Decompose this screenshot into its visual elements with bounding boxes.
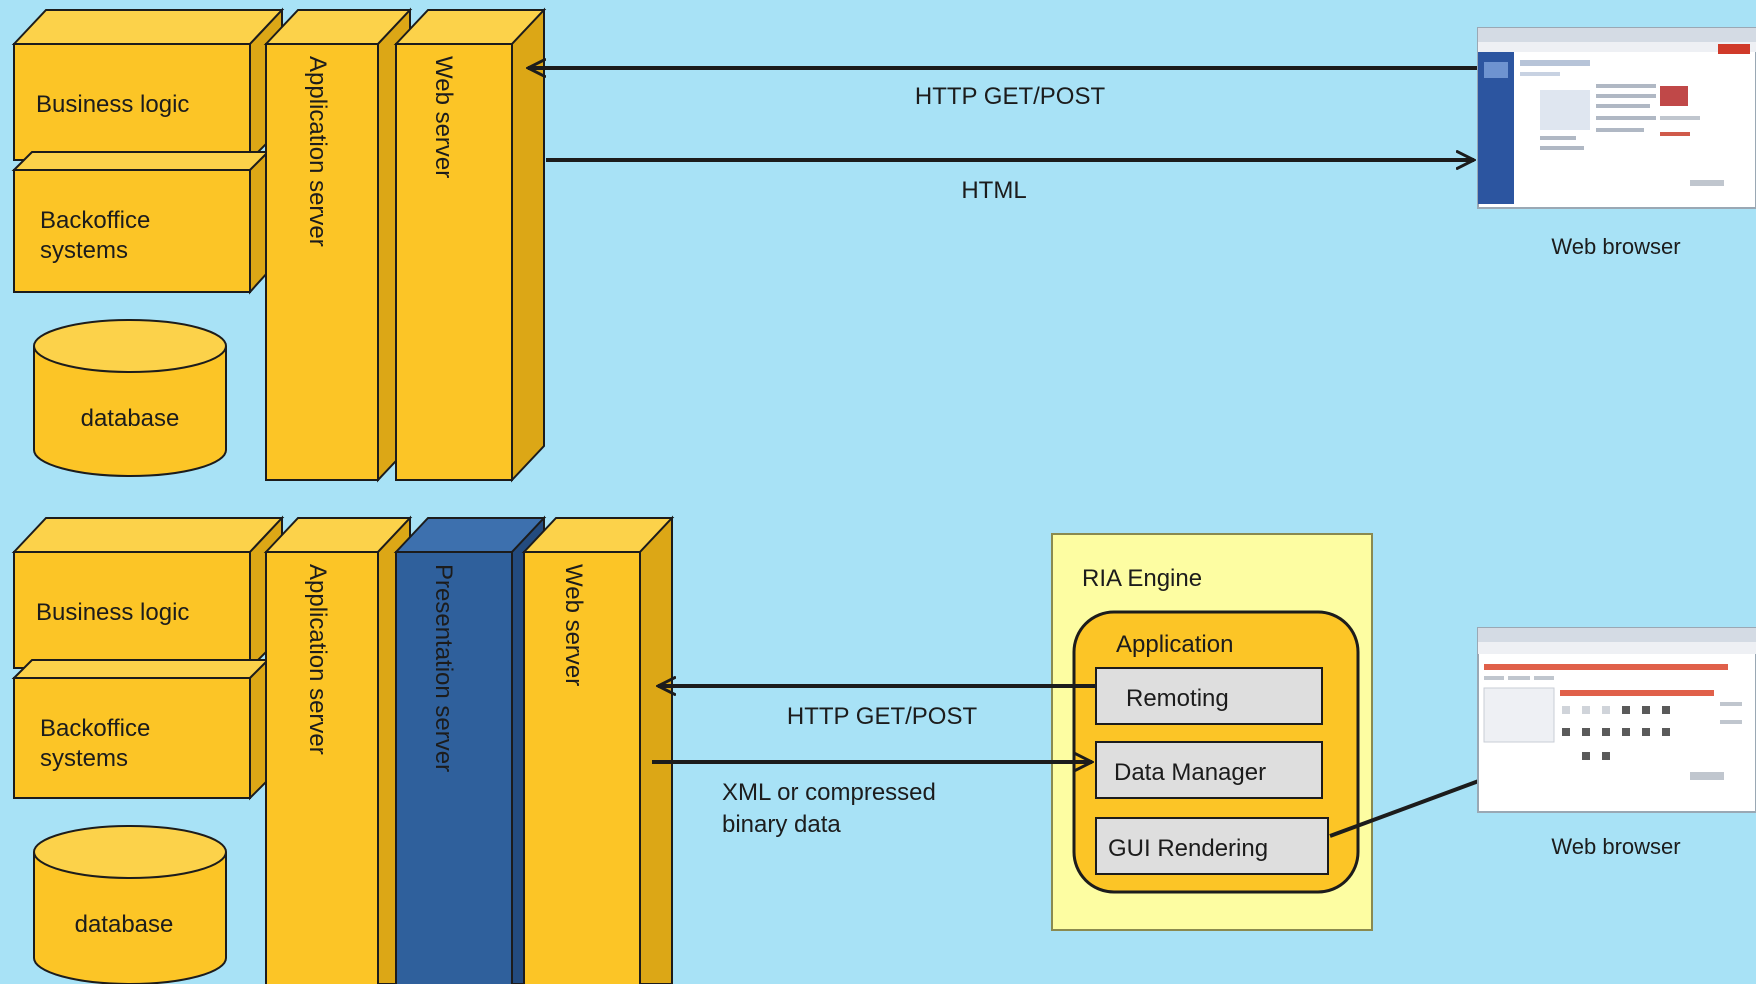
bottom-business-logic-label: Business logic bbox=[36, 599, 189, 626]
bottom-database-label: database bbox=[75, 911, 174, 938]
top-backoffice-box: Backoffice systems bbox=[11, 149, 271, 295]
ria-application-title: Application bbox=[1116, 631, 1233, 658]
top-database-label: database bbox=[81, 405, 180, 432]
ria-module-remoting-label: Remoting bbox=[1126, 685, 1229, 712]
bottom-response-label-line1: XML or compressed bbox=[722, 779, 936, 806]
bottom-business-logic-box: Business logic bbox=[11, 515, 285, 671]
bottom-backoffice-label-line1: Backoffice bbox=[40, 715, 150, 742]
ria-module-remoting bbox=[1095, 667, 1323, 725]
bottom-response-label-line2: binary data bbox=[722, 811, 841, 838]
top-backoffice-label-line2: systems bbox=[40, 237, 128, 264]
top-architecture: Business logic Backoffice systems databa… bbox=[11, 7, 1756, 483]
ria-engine-title: RIA Engine bbox=[1082, 565, 1202, 592]
top-database-cylinder: database bbox=[33, 319, 227, 477]
ria-module-gui-rendering-label: GUI Rendering bbox=[1108, 835, 1268, 862]
bottom-presentation-server-box: Presentation server bbox=[393, 515, 547, 984]
ria-module-data-manager bbox=[1095, 741, 1323, 799]
top-web-browser-screenshot bbox=[1477, 27, 1756, 209]
bottom-backoffice-box: Backoffice systems bbox=[11, 657, 271, 801]
ria-application-box: Application Remoting Data Manager GUI Re… bbox=[1072, 610, 1360, 894]
top-web-browser-label: Web browser bbox=[1551, 234, 1680, 259]
bottom-request-label: HTTP GET/POST bbox=[787, 703, 978, 730]
bottom-architecture: Business logic Backoffice systems databa… bbox=[11, 515, 1756, 984]
ria-module-gui-rendering bbox=[1095, 817, 1329, 875]
bottom-application-server-label: Application server bbox=[304, 564, 331, 755]
top-business-logic-box: Business logic bbox=[11, 7, 285, 163]
top-web-server-box: Web server bbox=[393, 7, 547, 483]
bottom-backoffice-label-line2: systems bbox=[40, 745, 128, 772]
bottom-presentation-server-label: Presentation server bbox=[430, 564, 457, 772]
top-response-label: HTML bbox=[961, 177, 1026, 204]
bottom-application-server-box: Application server bbox=[263, 515, 413, 984]
bottom-web-server-label: Web server bbox=[560, 564, 587, 686]
top-request-label: HTTP GET/POST bbox=[915, 83, 1106, 110]
top-business-logic-label: Business logic bbox=[36, 91, 189, 118]
top-application-server-box: Application server bbox=[263, 7, 413, 483]
ria-module-data-manager-label: Data Manager bbox=[1114, 759, 1266, 786]
bottom-web-browser-screenshot bbox=[1477, 627, 1756, 813]
top-web-server-label: Web server bbox=[430, 56, 457, 178]
top-backoffice-label-line1: Backoffice bbox=[40, 207, 150, 234]
bottom-web-browser-label: Web browser bbox=[1551, 834, 1680, 859]
top-application-server-label: Application server bbox=[304, 56, 331, 247]
bottom-web-server-box: Web server bbox=[521, 515, 675, 984]
bottom-database-cylinder: database bbox=[33, 825, 227, 984]
ria-engine-box: RIA Engine Application Remoting Data Man… bbox=[1051, 533, 1373, 931]
